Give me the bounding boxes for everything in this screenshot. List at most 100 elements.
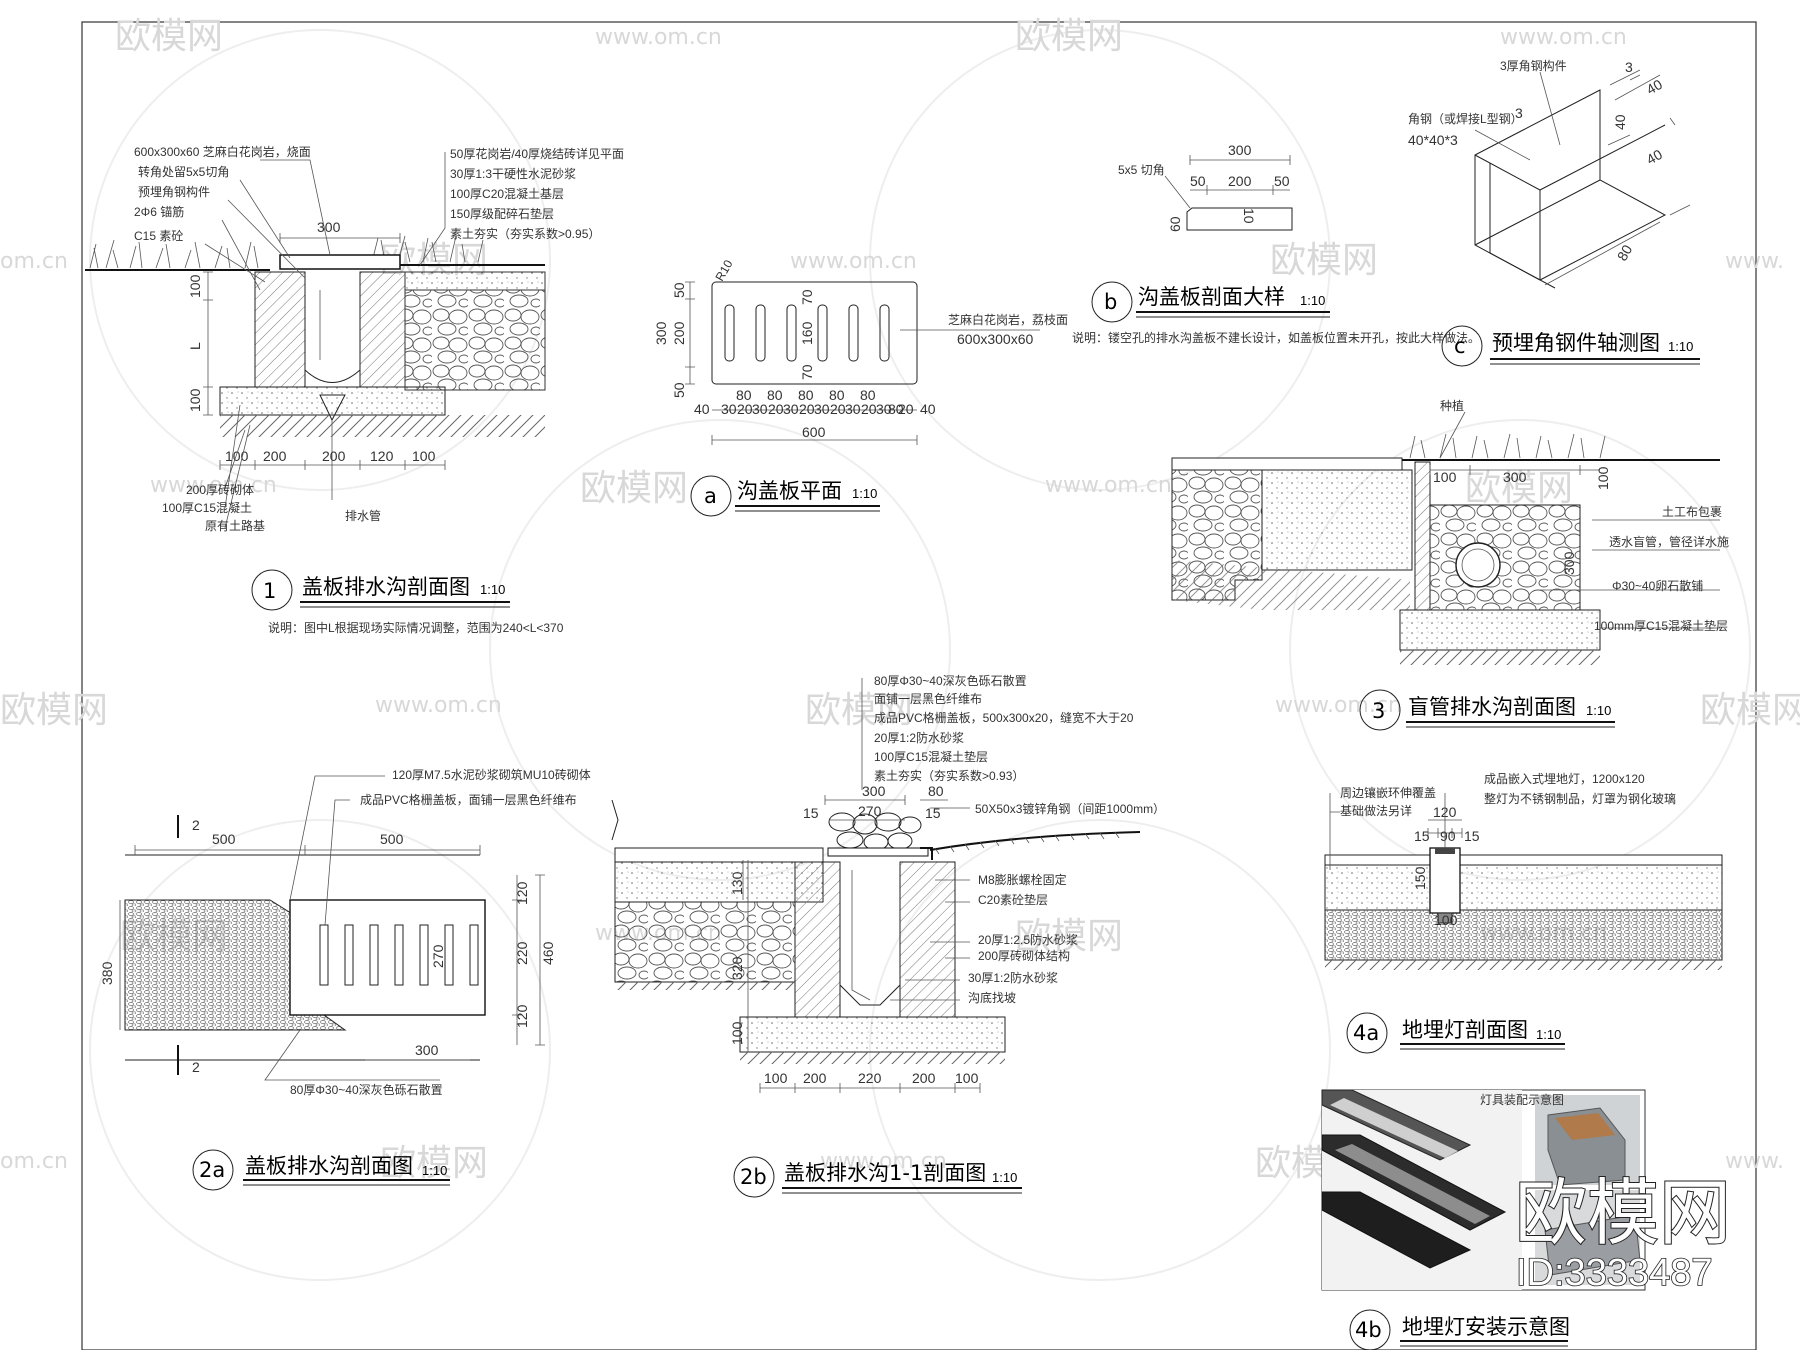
watermark-site: www.om.cn — [790, 249, 917, 274]
callout-label: 20厚1:2防水砂浆 — [874, 730, 964, 745]
callout-label: 200厚砖砌体 — [186, 482, 254, 497]
watermark-site: om.cn — [0, 249, 68, 274]
gravel-layer — [614, 901, 796, 983]
callout-label: 600x300x60 芝麻白花岗岩，烧面 — [134, 144, 311, 159]
svg-text:20: 20 — [861, 401, 877, 417]
sheet-border — [81, 21, 1757, 1350]
dim-label: 80 — [928, 783, 944, 799]
watermark-site: www.om.cn — [1500, 25, 1627, 50]
channel-line — [851, 870, 871, 1001]
dim-label: 100 — [1434, 912, 1458, 928]
callout-label: 素土夯实（夯实系数>0.95） — [450, 226, 600, 241]
dim-label: 100 — [955, 1070, 979, 1086]
callout-label: 种植 — [1440, 398, 1464, 413]
dim-lines — [824, 795, 948, 821]
callout-label: 基础做法另详 — [1340, 803, 1412, 818]
detail-title: 沟盖板平面 — [737, 479, 842, 503]
dim-label: 40 — [1644, 76, 1666, 98]
soil-layer — [740, 1052, 1005, 1064]
paving-layer — [1171, 457, 1403, 471]
dim-label: 200 — [671, 321, 687, 345]
callout-label: 成品PVC格栅盖板，500x300x20，缝宽不大于20 — [874, 710, 1134, 725]
callout-label: 80厚Φ30~40深灰色砾石散置 — [874, 673, 1027, 688]
detail-scale: 1:10 — [852, 486, 877, 501]
detail-2a-cover-drain-plan: 500 500 380 120 220 120 460 270 300 2 2 … — [99, 767, 591, 1191]
soil-layer — [1172, 560, 1410, 610]
dim-label: 160 — [799, 321, 815, 345]
dim-lines — [1189, 155, 1291, 195]
detail-a-cover-plan: R10 300 50 200 50 70 160 70 80 80 80 80 … — [653, 257, 1068, 517]
soil-layer — [1325, 960, 1722, 970]
dim-label: L — [187, 342, 203, 350]
dim-label: 70 — [799, 364, 815, 380]
soil-layer — [220, 415, 545, 437]
watermark-brand: 欧模网 — [1270, 240, 1378, 281]
dim-label: 15 — [1464, 828, 1480, 844]
detail-number-circle — [690, 475, 732, 517]
paving-layer — [614, 847, 824, 863]
concrete-layer — [1324, 864, 1723, 911]
detail-4b-installation-photo: 灯具装配示意图 4b 地埋灯安装示意图 — [1321, 1089, 1646, 1350]
callout-label: 100厚C15混凝土 — [162, 500, 252, 515]
light-glass-icon — [1330, 1098, 1458, 1158]
dim-label: 220 — [858, 1070, 882, 1086]
callout-label: M8膨胀螺栓固定 — [978, 872, 1067, 887]
callout-label: 角钢（或焊接L型钢） — [1408, 111, 1523, 126]
svg-text:40: 40 — [920, 401, 936, 417]
dim-lines — [759, 1083, 981, 1093]
dim-label: 100 — [764, 1070, 788, 1086]
dim-label: 200 — [322, 448, 346, 464]
svg-text:30: 30 — [783, 401, 799, 417]
callout-label: 600x300x60 — [957, 331, 1034, 347]
dim-lines — [1429, 465, 1600, 475]
svg-text:20: 20 — [830, 401, 846, 417]
blind-pipe-icon — [1455, 542, 1501, 588]
grate-slots — [319, 924, 479, 986]
leader-lines — [204, 159, 331, 291]
dim-label: 100 — [1595, 466, 1611, 490]
dim-label: 300 — [653, 321, 669, 345]
dim-label: 50 — [1190, 173, 1206, 189]
leader-lines — [1474, 71, 1561, 161]
callout-label: 3厚角钢构件 — [1500, 58, 1567, 73]
pebble-fill — [1429, 504, 1581, 611]
detail-c-angle-axonometric: 40 3 40 40 3 80 3厚角钢构件 角钢（或焊接L型钢） 40*40*… — [1408, 58, 1700, 367]
light-body — [1429, 847, 1461, 914]
callout-label: 转角处留5x5切角 — [138, 164, 229, 179]
detail-title: 沟盖板剖面大样 — [1138, 285, 1285, 309]
svg-text:80: 80 — [736, 387, 752, 403]
dim-label: 50 — [1274, 173, 1290, 189]
callout-label: 整灯为不锈钢制品，灯罩为钢化玻璃 — [1484, 791, 1676, 806]
dim-lines — [219, 460, 446, 470]
callout-label: 面铺一层黑色纤维布 — [874, 692, 982, 706]
dim-label: 300 — [862, 783, 886, 799]
callout-label: 预埋角钢构件 — [138, 184, 210, 199]
callout-label: 80厚Φ30~40深灰色砾石散置 — [290, 1082, 443, 1097]
watermark-brand: 欧模网 — [0, 690, 108, 731]
watermark-site: www.om.cn — [820, 1149, 947, 1174]
detail-number: 2a — [199, 1158, 225, 1182]
leader-lines — [1164, 175, 1191, 209]
detail-number-circle — [1349, 1309, 1391, 1350]
watermark-brand: 欧模网 — [1700, 690, 1800, 731]
watermark-brand-large: 欧模网 — [1515, 1171, 1731, 1255]
light-lens-icon — [1555, 1113, 1615, 1140]
grass-icon — [1409, 433, 1606, 459]
soil-layer — [1400, 650, 1600, 665]
detail-title: 盲管排水沟剖面图 — [1408, 695, 1576, 719]
watermark-site: www.om.cn — [1275, 693, 1402, 718]
dim-label: 80 — [1614, 242, 1636, 264]
callout-label: 透水盲管，管径详水施 — [1609, 534, 1729, 549]
watermark-brand: 欧模网 — [580, 468, 688, 509]
dim-label: 100 — [187, 274, 203, 298]
dim-label: 15 — [1414, 828, 1430, 844]
watermark-brand: 欧模网 — [805, 690, 913, 731]
dim-label: 3 — [1515, 105, 1523, 121]
watermark-brand: 欧模网 — [1015, 16, 1123, 57]
svg-text:20: 20 — [737, 401, 753, 417]
svg-text:30: 30 — [814, 401, 830, 417]
dim-label: 50 — [671, 382, 687, 398]
detail-number: a — [704, 484, 717, 508]
callout-label: 20厚1:2.5防水砂浆 — [978, 932, 1078, 947]
svg-text:30: 30 — [721, 401, 737, 417]
